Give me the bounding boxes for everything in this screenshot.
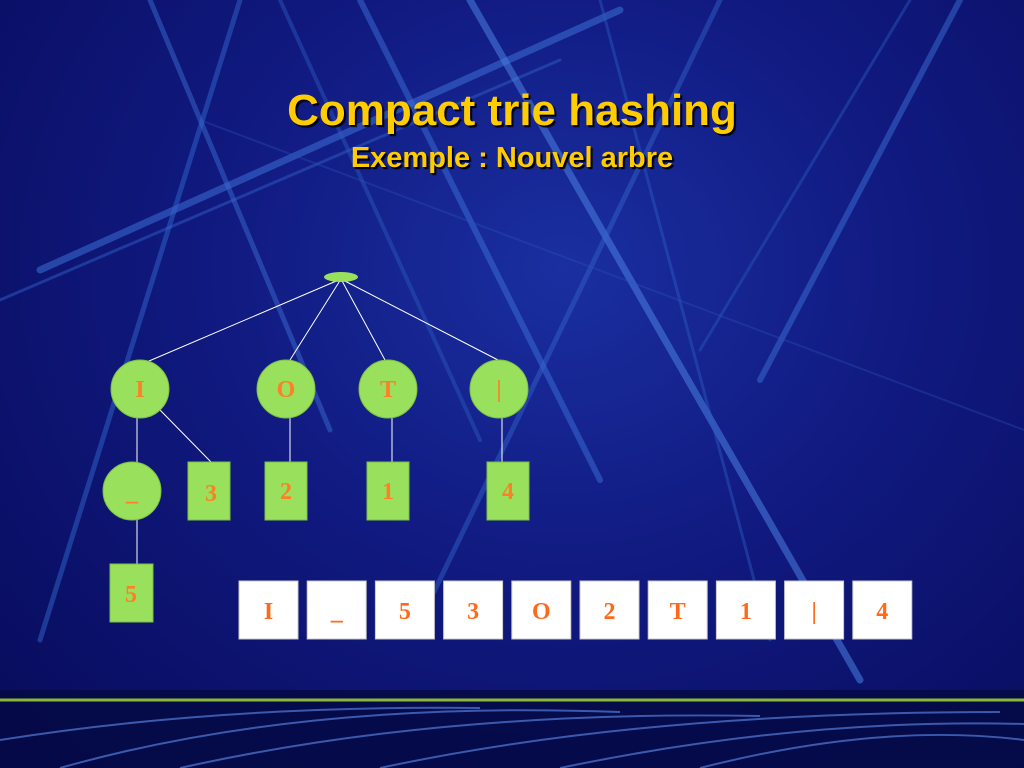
trie-leaf-2: 2 (264, 461, 308, 521)
trie-leaf-3: 3 (187, 461, 231, 521)
table-cell: 2 (579, 580, 640, 640)
trie-leaf-4-label: 4 (502, 479, 514, 505)
table-cell-box (238, 580, 299, 640)
compact-table: I _ 5 3 O 2 T 1 | 4 (238, 580, 913, 640)
table-cell-box (784, 580, 845, 640)
trie-leaf-5-label: 5 (125, 582, 137, 608)
trie-root-node (324, 272, 358, 282)
edge-root-I (141, 278, 342, 365)
table-cell-box (374, 580, 435, 640)
table-cell: 3 (443, 580, 504, 640)
trie-node-O: O (256, 359, 316, 419)
trie-node-O-label: O (277, 377, 296, 403)
table-cell-box (647, 580, 708, 640)
table-cell: 1 (715, 580, 776, 640)
table-cell-box (852, 580, 913, 640)
table-cell-label: T (670, 599, 686, 625)
trie-node-I: I (110, 359, 170, 419)
table-cell-label: I (264, 599, 273, 625)
table-cell: 5 (374, 580, 435, 640)
table-cell-box (511, 580, 572, 640)
table-cell-label: 3 (467, 599, 479, 625)
table-cell-label: O (532, 599, 551, 625)
table-cell-box (579, 580, 640, 640)
trie-node-T: T (358, 359, 418, 419)
trie-leaf-1: 1 (366, 461, 410, 521)
table-cell-label: 2 (604, 599, 616, 625)
trie-node-T-label: T (380, 377, 396, 403)
edge-I-leaf3 (159, 409, 212, 463)
table-cell: O (511, 580, 572, 640)
table-cell-label: 1 (740, 599, 752, 625)
trie-node-underscore-label: _ (125, 480, 139, 506)
trie-leaf-2-label: 2 (280, 479, 292, 505)
table-cell-label: 4 (876, 599, 888, 625)
table-cell: | (784, 580, 845, 640)
table-cell: T (647, 580, 708, 640)
table-cell-label: | (811, 599, 816, 625)
table-cell: 4 (852, 580, 913, 640)
edge-root-bar (340, 278, 499, 361)
trie-leaf-3-label: 3 (205, 481, 217, 507)
slide-subtitle: Exemple : Nouvel arbre (350, 142, 674, 174)
trie-leaf-1-label: 1 (382, 479, 394, 505)
table-cell: _ (306, 580, 367, 640)
table-cell-box (715, 580, 776, 640)
trie-edges (136, 278, 503, 566)
trie-leaf-4: 4 (486, 461, 530, 521)
table-cell-box (443, 580, 504, 640)
trie-node-I-label: I (135, 377, 144, 403)
table-cell: I (238, 580, 299, 640)
table-cell-box (306, 580, 367, 640)
trie-node-bar-label: | (496, 377, 501, 403)
edge-root-O (289, 278, 342, 361)
trie-node-underscore: _ (102, 461, 162, 521)
trie-node-bar: | (469, 359, 529, 419)
table-cell-label: 5 (399, 599, 411, 625)
edge-root-T (340, 278, 386, 361)
table-cell-label: _ (330, 599, 344, 625)
slide-title: Compact trie hashing (287, 86, 737, 135)
trie-leaf-5: 5 (109, 563, 154, 623)
